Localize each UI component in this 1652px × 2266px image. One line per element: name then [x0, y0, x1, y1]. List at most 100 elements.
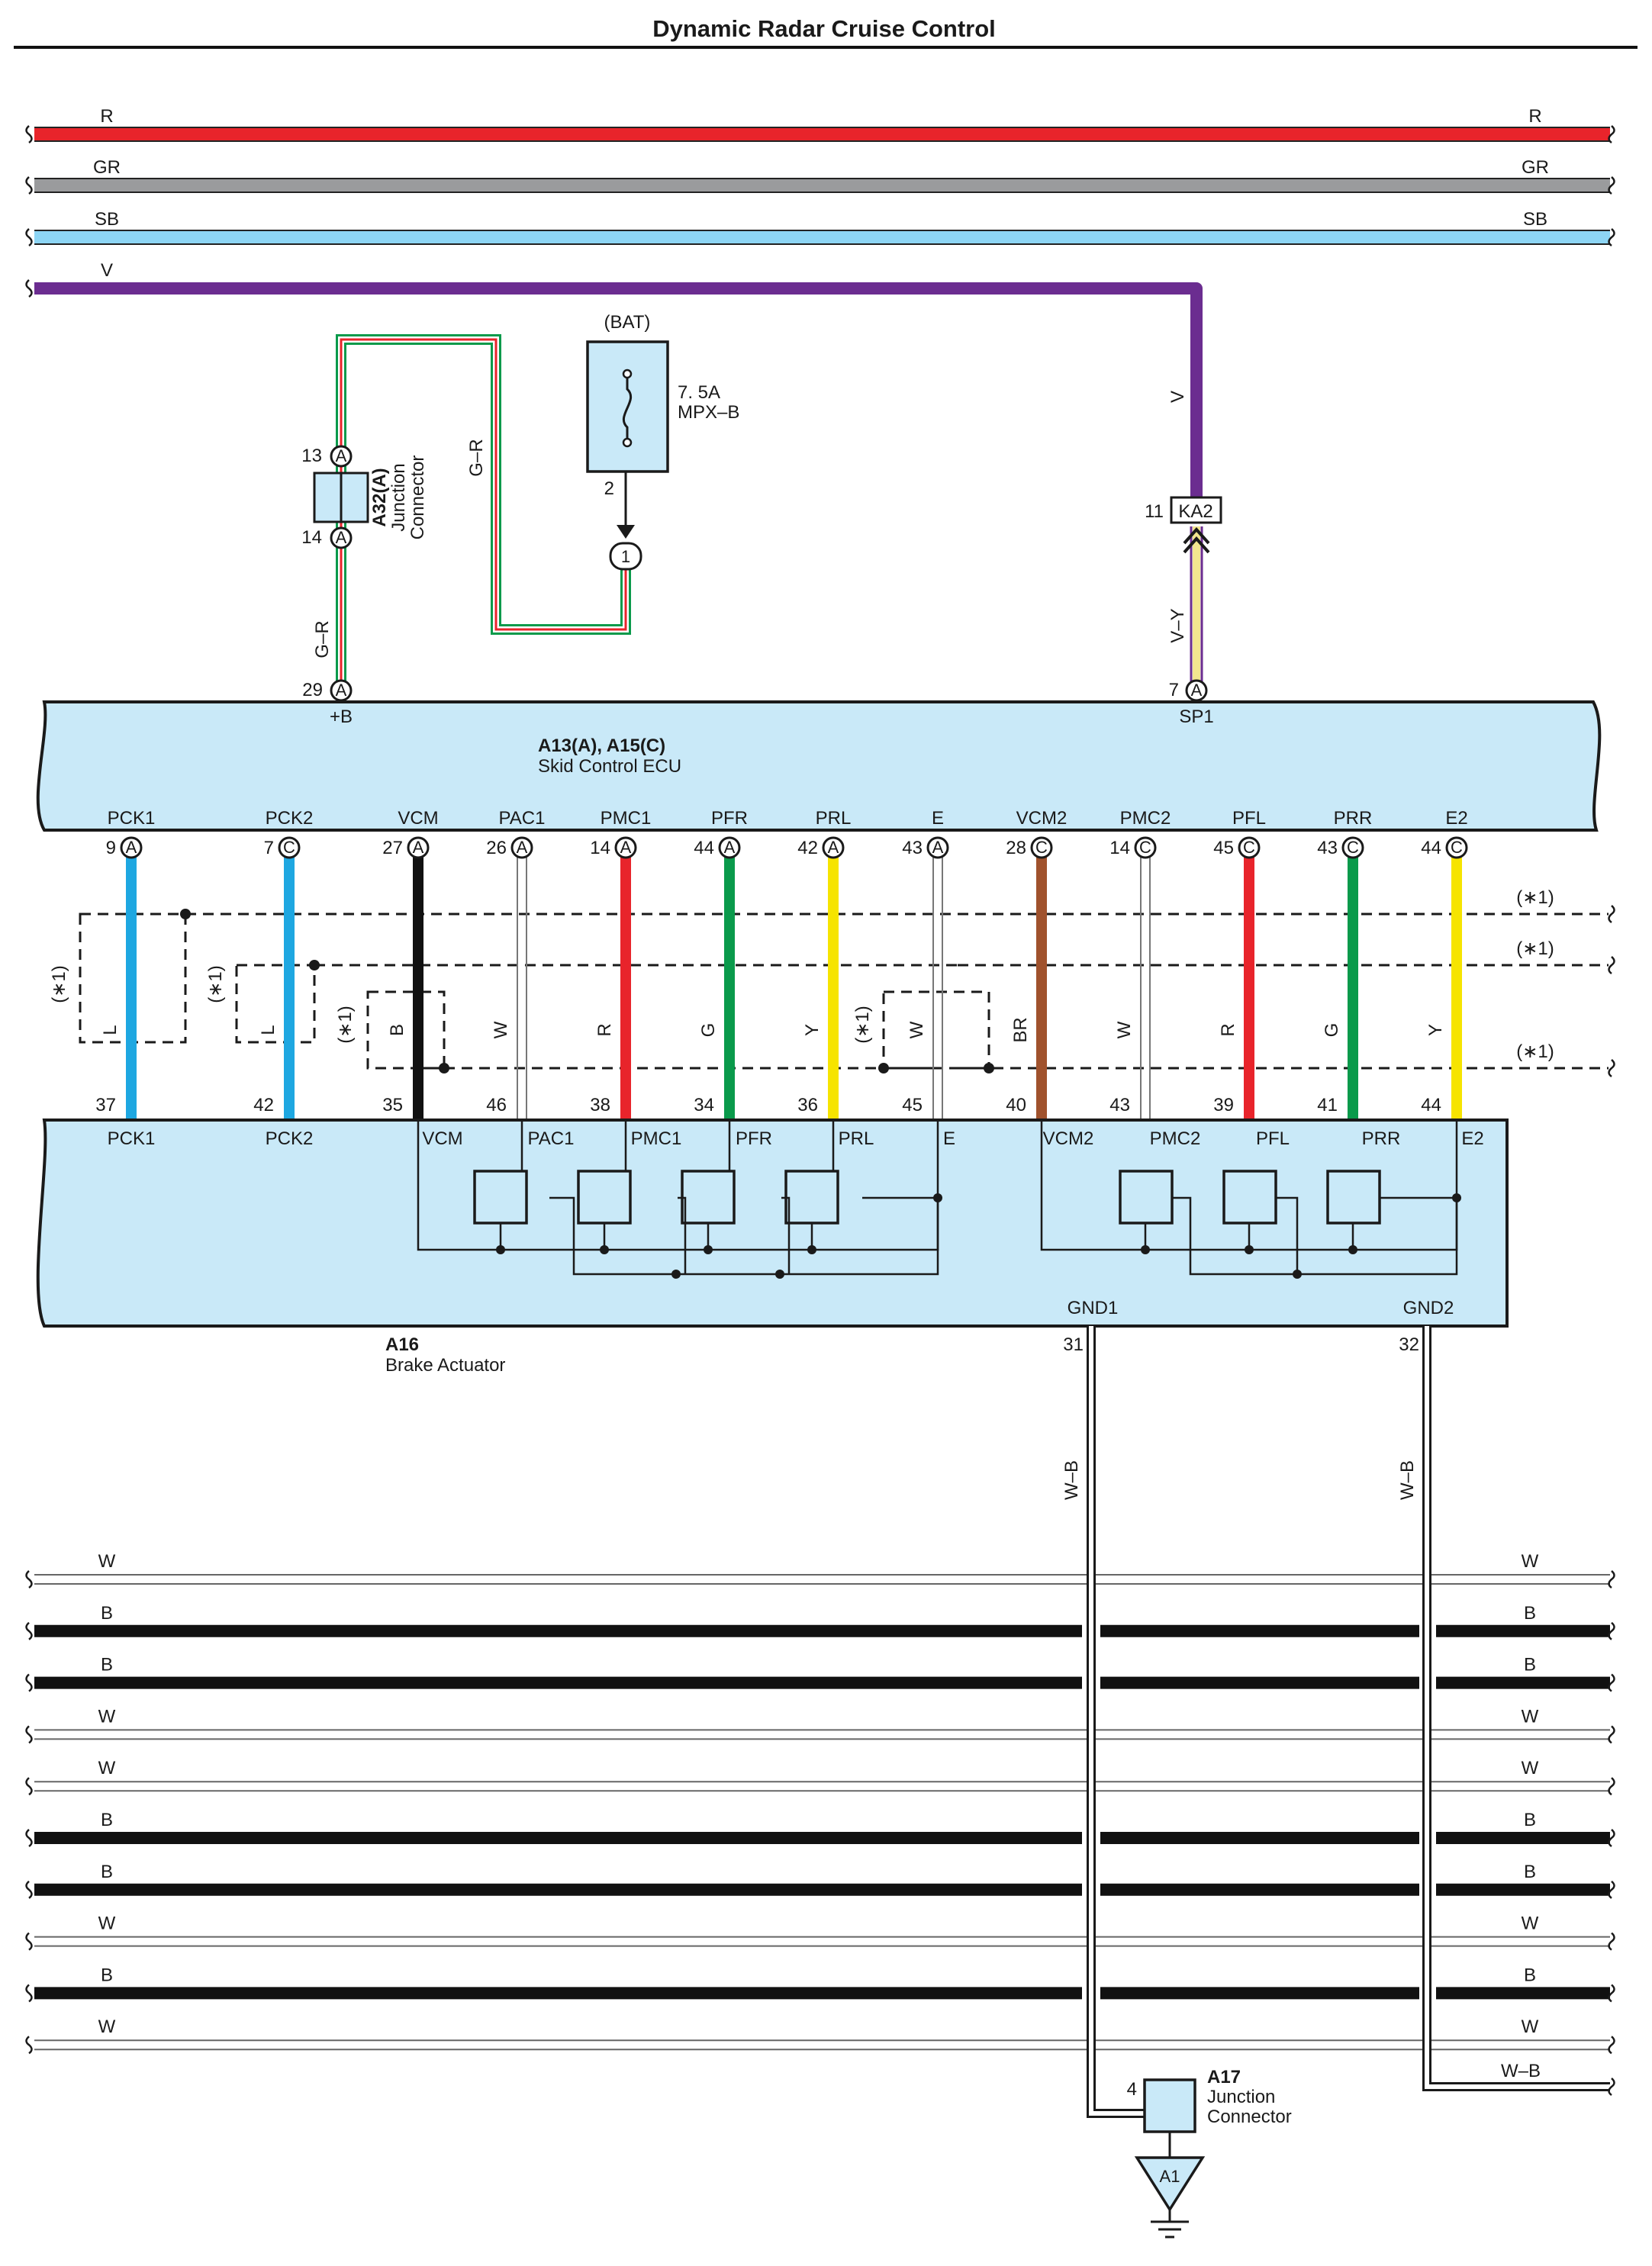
- pin-PFL-circle: [1238, 836, 1261, 859]
- bottom-bus-label-left-1: B: [101, 1603, 113, 1624]
- star-right-2: (∗1): [1516, 1041, 1554, 1062]
- actuator-label-PRR: PRR: [1362, 1128, 1401, 1149]
- bottom-bus-label-left-5: B: [101, 1810, 113, 1830]
- a32-line2: Connector: [407, 455, 428, 540]
- ecu-pin-name-E2: E2: [1445, 808, 1467, 829]
- pin-E-circle: [926, 836, 949, 859]
- a32-code: A32(A): [369, 468, 390, 526]
- pin-PCK2-letter: C: [283, 838, 295, 857]
- ecu-pin-name-PMC2: PMC2: [1120, 808, 1171, 829]
- bottom-tear-right-4: [1608, 1777, 1615, 1796]
- actuator-label-E2: E2: [1461, 1128, 1483, 1149]
- actuator-left-ret-0: [678, 1196, 687, 1274]
- solenoid-left-2: [681, 1170, 736, 1225]
- gnd2-pin: 32: [1399, 1334, 1419, 1355]
- actuator-label-PRL: PRL: [839, 1128, 874, 1149]
- solenoid-left-1: [577, 1170, 632, 1225]
- shield-box-pck2: [235, 964, 316, 1044]
- a17-line2: Connector: [1207, 2107, 1292, 2127]
- sol-left-node-2: [704, 1245, 713, 1254]
- a17-junction-box: [1143, 2078, 1196, 2133]
- actuator-label-VCM2: VCM2: [1043, 1128, 1094, 1149]
- sol-right-node-1: [1245, 1245, 1254, 1254]
- tear-right-GR: [1608, 176, 1615, 195]
- tear-dash-right-1: [1608, 956, 1615, 975]
- actuator-label-PMC1: PMC1: [631, 1128, 682, 1149]
- fuse-name: MPX–B: [678, 402, 739, 423]
- fuse-pin: 2: [604, 478, 614, 499]
- ecu-pin-name-PRR: PRR: [1334, 808, 1373, 829]
- bottom-tear-right-8: [1608, 1984, 1615, 2003]
- a17-code: A17: [1207, 2067, 1241, 2087]
- pin-PMC1-letter: A: [620, 838, 632, 857]
- bottom-tear-left-4: [25, 1777, 33, 1796]
- ecu-actuator-wires: (∗1)(∗1)(∗1)A9PCK1L37C7PCK2L42A27VCMB35A…: [49, 808, 1615, 1120]
- bottom-bus-label-right-4: W: [1522, 1758, 1539, 1778]
- wire-color-PFL: R: [1218, 1023, 1238, 1036]
- bottom-tear-right-3: [1608, 1725, 1615, 1744]
- bottom-tear-right-9: [1608, 2036, 1615, 2055]
- bottom-bus-label-left-6: B: [101, 1862, 113, 1882]
- wire-color-VCM: B: [387, 1024, 407, 1036]
- wire-color-PCK2: L: [258, 1025, 279, 1035]
- wire-label-vy: V–Y: [1167, 608, 1188, 642]
- pin-num-E2: 44: [1421, 838, 1441, 858]
- pin-num-VCM: 27: [382, 838, 403, 858]
- actuator-right-bus-node-0: [1293, 1270, 1302, 1279]
- actuator-right-bus: [1171, 1196, 1458, 1276]
- bottom-tear-left-8: [25, 1984, 33, 2003]
- bottom-tear-left-9: [25, 2036, 33, 2055]
- act-pin-num-PFL: 39: [1213, 1095, 1234, 1115]
- bottom-bus-label-right-1: B: [1524, 1603, 1536, 1624]
- pin-num-PMC1: 14: [590, 838, 610, 858]
- pin-PRL-circle: [822, 836, 845, 859]
- pin-num-PAC1: 26: [486, 838, 507, 858]
- act-pin-num-PMC2: 43: [1109, 1095, 1130, 1115]
- ecu-pin-name-VCM2: VCM2: [1016, 808, 1068, 829]
- wire-color-PMC2: W: [1114, 1021, 1135, 1038]
- bottom-bus-label-right-9: W: [1522, 2017, 1539, 2037]
- ka2-label: KA2: [1178, 501, 1212, 522]
- ecu-pin-name-E: E: [932, 808, 944, 829]
- bus-label-left: SB: [95, 209, 119, 230]
- act-pin-num-VCM2: 40: [1006, 1095, 1026, 1115]
- bottom-bus-label-left-7: W: [98, 1914, 116, 1934]
- a32-pin-bottom-letter: A: [336, 528, 347, 547]
- ecu-name: Skid Control ECU: [538, 756, 681, 777]
- tear-left-SB: [25, 228, 33, 247]
- pin-num-PCK1: 9: [106, 838, 116, 858]
- bottom-bus-label-right-2: B: [1524, 1655, 1536, 1675]
- solenoid-right-2: [1326, 1170, 1381, 1225]
- bottom-tear-left-7: [25, 1932, 33, 1951]
- shield-box-vcm: [366, 990, 446, 1070]
- wire-color-PMC1: R: [594, 1023, 615, 1036]
- actuator-label-PAC1: PAC1: [528, 1128, 575, 1149]
- fuse-terminal-bottom: [622, 437, 633, 448]
- wire-color-PCK1: L: [100, 1025, 121, 1035]
- solenoid-right-1: [1222, 1170, 1277, 1225]
- pin-num-E: 43: [902, 838, 923, 858]
- pin-num-PRL: 42: [797, 838, 818, 858]
- a32-pin-bottom-num: 14: [301, 527, 322, 548]
- sol-left-node-1: [600, 1245, 609, 1254]
- bus-label-left: GR: [93, 157, 121, 178]
- bottom-bus-label-right-5: B: [1524, 1810, 1536, 1830]
- pin-PMC1-circle: [614, 836, 637, 859]
- gnd1-label: GND1: [1068, 1298, 1119, 1318]
- sol-right-node-0: [1141, 1245, 1150, 1254]
- pin-num-PRR: 43: [1317, 838, 1338, 858]
- fuse-source: (BAT): [604, 312, 651, 333]
- bottom-bus-label-right-8: B: [1524, 1965, 1536, 1985]
- act-pin-num-PAC1: 46: [486, 1095, 507, 1115]
- tear-dash-right-2: [1608, 1059, 1615, 1078]
- pin-PMC2-letter: C: [1139, 838, 1151, 857]
- pin-plusb-letter: A: [336, 681, 347, 700]
- wire-label-gr-upper: G–R: [466, 439, 487, 476]
- ecu-code: A13(A), A15(C): [538, 735, 665, 756]
- pin-VCM2-letter: C: [1035, 838, 1048, 857]
- actuator-left-frame: [417, 1120, 939, 1251]
- ecu-pin-name-PCK2: PCK2: [266, 808, 314, 829]
- actuator-left-bus-node-1: [775, 1270, 784, 1279]
